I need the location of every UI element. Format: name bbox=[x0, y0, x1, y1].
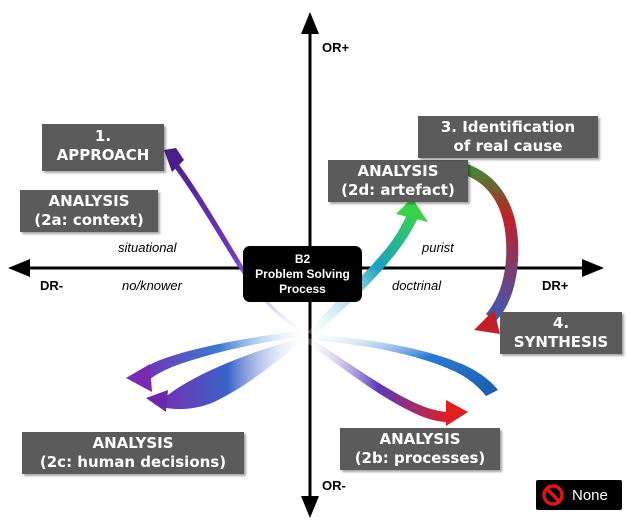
ribbon-processes-blue bbox=[312, 334, 498, 396]
arrow-up-icon bbox=[301, 12, 319, 34]
box-context-line-1: ANALYSIS bbox=[48, 192, 130, 210]
arrow-synthesis-icon bbox=[474, 310, 500, 334]
center-process-box: B2 Problem Solving Process bbox=[243, 246, 362, 302]
ribbon-2c-upper bbox=[134, 330, 305, 386]
axis-label-top: OR+ bbox=[322, 40, 350, 55]
quadrant-bottom-right: doctrinal bbox=[392, 278, 442, 293]
box-artefact: ANALYSIS (2d: artefact) bbox=[328, 160, 468, 202]
quadrant-top-left: situational bbox=[118, 240, 177, 255]
box-synthesis-line-1: 4. bbox=[552, 314, 570, 332]
axis-label-right: DR+ bbox=[542, 278, 569, 293]
legend-label: None bbox=[572, 486, 608, 504]
center-line-1: B2 bbox=[294, 251, 311, 266]
center-line-3: Process bbox=[279, 281, 326, 296]
box-context: ANALYSIS (2a: context) bbox=[20, 190, 158, 232]
box-approach-line-2: APPROACH bbox=[56, 146, 150, 164]
arrow-down-icon bbox=[301, 496, 319, 518]
box-processes: ANALYSIS (2b: processes) bbox=[340, 428, 500, 470]
arrow-processes-icon bbox=[446, 400, 468, 426]
box-real-cause-line-2: of real cause bbox=[453, 137, 563, 155]
legend-none: None bbox=[536, 480, 622, 510]
box-synthesis: 4. SYNTHESIS bbox=[500, 312, 622, 354]
arrow-approach-icon bbox=[164, 148, 184, 172]
box-human-line-1: ANALYSIS bbox=[92, 434, 174, 452]
ribbon-approach bbox=[168, 150, 305, 332]
ribbon-cause-synthesis bbox=[450, 160, 519, 322]
arrow-right-icon bbox=[582, 259, 604, 277]
box-real-cause-line-1: 3. Identification bbox=[440, 118, 576, 136]
box-approach-line-1: 1. bbox=[94, 127, 112, 145]
box-artefact-line-2: (2d: artefact) bbox=[341, 181, 455, 199]
box-processes-line-2: (2b: processes) bbox=[354, 449, 486, 467]
ribbon-processes-red bbox=[306, 338, 450, 422]
axis-label-left: DR- bbox=[40, 278, 64, 293]
box-human-line-2: (2c: human decisions) bbox=[39, 453, 227, 471]
box-human-decisions: ANALYSIS (2c: human decisions) bbox=[22, 432, 244, 474]
arrow-artefact-icon bbox=[396, 198, 428, 222]
ribbon-2c-lower bbox=[154, 338, 302, 410]
box-processes-line-1: ANALYSIS bbox=[379, 430, 461, 448]
quadrant-bottom-left: no/knower bbox=[122, 278, 182, 293]
box-approach: 1. APPROACH bbox=[42, 124, 164, 171]
ribbon-artefact bbox=[308, 212, 418, 336]
box-synthesis-line-2: SYNTHESIS bbox=[513, 333, 609, 351]
center-line-2: Problem Solving bbox=[255, 266, 350, 281]
arrow-2c-lower-icon bbox=[146, 390, 168, 412]
arrow-left-icon bbox=[8, 259, 30, 277]
box-context-line-2: (2a: context) bbox=[34, 211, 144, 229]
axis-label-bottom: OR- bbox=[322, 478, 346, 493]
arrow-2c-upper-icon bbox=[126, 364, 152, 392]
quadrant-top-right: purist bbox=[422, 240, 454, 255]
box-real-cause: 3. Identification of real cause bbox=[418, 116, 598, 158]
no-symbol-icon bbox=[542, 484, 564, 506]
flow-ribbons bbox=[126, 148, 519, 426]
box-artefact-line-1: ANALYSIS bbox=[357, 162, 439, 180]
